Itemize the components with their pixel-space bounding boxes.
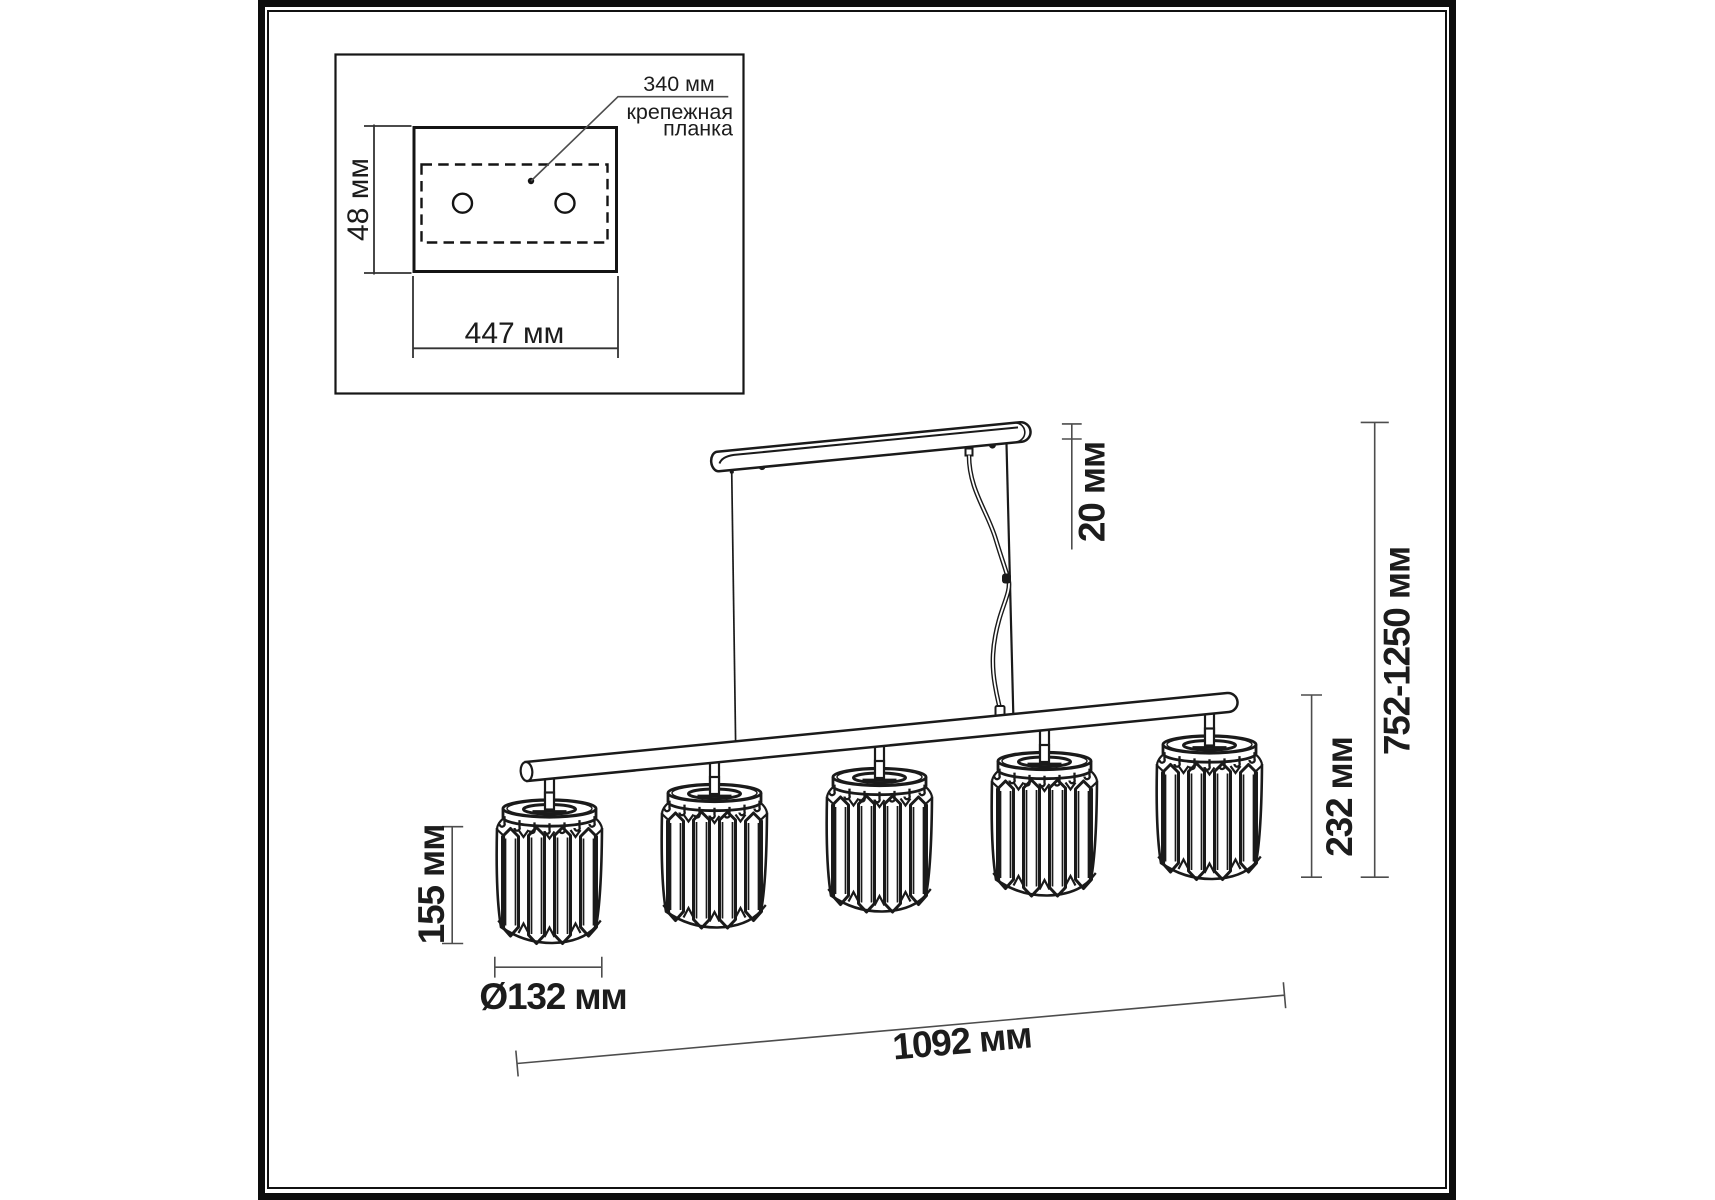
svg-text:155 мм: 155 мм <box>411 825 452 945</box>
svg-text:447 мм: 447 мм <box>465 317 565 350</box>
svg-text:Ø132 мм: Ø132 мм <box>479 976 626 1017</box>
svg-text:крепежная: крепежная <box>626 100 733 124</box>
svg-text:752-1250 мм: 752-1250 мм <box>1377 547 1418 755</box>
svg-text:232 мм: 232 мм <box>1319 737 1360 857</box>
svg-text:планка: планка <box>663 117 733 141</box>
svg-text:20 мм: 20 мм <box>1072 442 1113 542</box>
svg-text:48 мм: 48 мм <box>342 158 375 241</box>
svg-text:340 мм: 340 мм <box>643 72 714 96</box>
